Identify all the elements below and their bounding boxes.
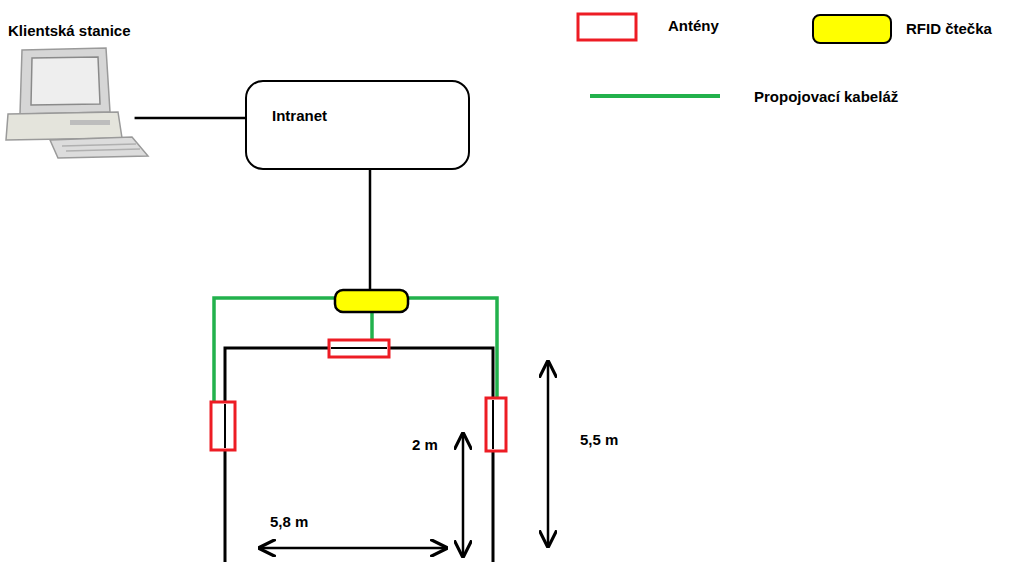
legend-swatch: [812, 14, 892, 44]
dimension-label: 2 m: [412, 436, 438, 453]
dimension-label: 5,5 m: [580, 431, 618, 448]
cable-sample: [590, 94, 720, 98]
node-text: Intranet: [272, 107, 458, 124]
gate-frame: [225, 348, 493, 562]
network-box: Intranet: [245, 80, 470, 170]
dimension-label: 5,8 m: [270, 513, 308, 530]
legend-text: RFID čtečka: [906, 20, 992, 37]
computer-icon: [6, 48, 148, 158]
cabling: [214, 298, 497, 402]
client-station: Klientská stanice: [5, 22, 135, 152]
antenna-sample: [578, 14, 636, 40]
legend-text: Antény: [668, 17, 719, 34]
dimension-arrow: [260, 362, 548, 556]
node-text: Klientská stanice: [8, 22, 135, 39]
legend-text: Propojovací kabeláž: [754, 88, 898, 105]
network-line: [369, 170, 372, 291]
rfid-reader: [335, 290, 408, 312]
network-line: [135, 117, 245, 120]
